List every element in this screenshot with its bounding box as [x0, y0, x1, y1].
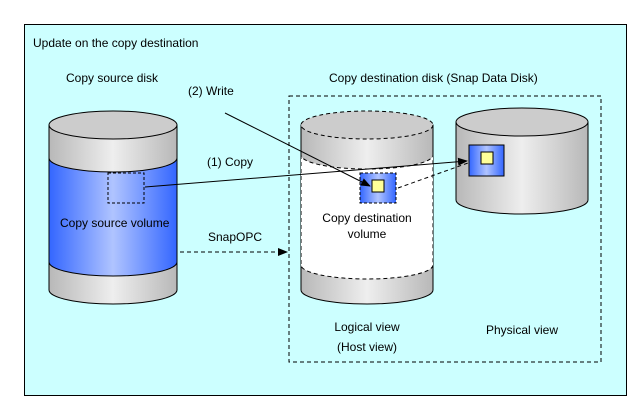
dest-disk-label: Copy destination disk (Snap Data Disk)	[329, 71, 538, 85]
physical-view-label: Physical view	[485, 323, 559, 337]
write-label: (2) Write	[188, 84, 234, 98]
source-volume-label: Copy source volume	[60, 216, 170, 230]
dest-group-box	[288, 95, 602, 363]
copy-label: (1) Copy	[207, 155, 254, 169]
diagram-title: Update on the copy destination	[33, 36, 199, 50]
copy-arrow	[144, 157, 468, 188]
snapopc-label: SnapOPC	[208, 230, 263, 244]
physical-disk	[455, 107, 589, 215]
dest-volume-label-line1: Copy destination	[322, 211, 412, 225]
host-view-label: (Host view)	[336, 340, 397, 354]
mapping-arrow	[397, 162, 469, 189]
source-disk-label: Copy source disk	[66, 71, 159, 85]
source-block	[107, 172, 145, 204]
logical-view-label: Logical view	[334, 320, 400, 334]
logical-dest-disk	[300, 110, 434, 305]
source-disk	[48, 110, 178, 305]
dest-volume-label-line2: volume	[347, 227, 387, 241]
write-arrow	[224, 112, 371, 187]
